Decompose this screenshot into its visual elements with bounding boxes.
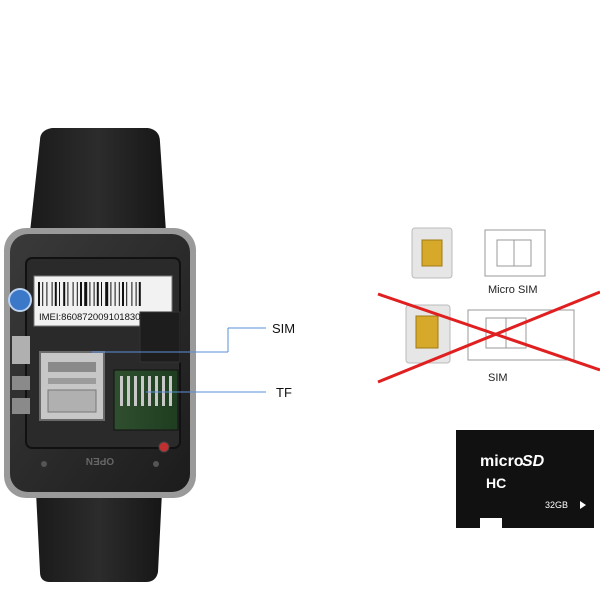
- microsd-brand-top: micro: [480, 453, 524, 470]
- not-supported-cross-b: [377, 290, 600, 384]
- tf-pin: [169, 376, 172, 406]
- barcode-bar: [46, 282, 48, 306]
- barcode-bar: [59, 282, 60, 306]
- tf-pin: [134, 376, 137, 406]
- barcode-bar: [93, 282, 95, 306]
- barcode-bar: [67, 282, 69, 306]
- sim-slot-latch: [47, 389, 97, 413]
- barcode-bar: [76, 282, 78, 306]
- barcode-bar: [51, 282, 53, 306]
- tf-pin: [141, 376, 144, 406]
- imei-text: IMEI:860872009101830: [39, 312, 140, 323]
- barcode-bar: [110, 282, 112, 306]
- not-supported-cross-a: [377, 292, 600, 372]
- sim-icon: [467, 309, 575, 361]
- barcode-bar: [80, 282, 82, 306]
- barcode-bar: [135, 282, 137, 306]
- sim-slot-contacts: [48, 362, 96, 372]
- sim-label: SIM: [488, 372, 508, 384]
- microsd-brand-sd: SD: [522, 453, 545, 470]
- barcode-bar: [101, 282, 102, 306]
- barcode-bar: [96, 282, 99, 306]
- barcode-bar: [42, 282, 44, 306]
- barcode-bar: [118, 282, 120, 306]
- sim-card-comparison: Micro SIM SIM: [377, 227, 600, 384]
- tf-pin: [162, 376, 165, 406]
- watch-strap-bottom: [36, 492, 162, 582]
- sim-slot-rail: [48, 378, 96, 384]
- tf-card-slot: [113, 369, 179, 431]
- screw-right: [153, 461, 159, 467]
- smartwatch: IMEI:860872009101830 OPEN: [4, 128, 196, 582]
- microsd-brand-hc: HC: [486, 475, 506, 491]
- tf-pin: [127, 376, 130, 406]
- barcode-bar: [126, 282, 128, 306]
- barcode-bar: [54, 282, 57, 306]
- barcode-bar: [122, 282, 124, 306]
- reset-button: [158, 441, 170, 453]
- battery-connector: [139, 311, 181, 363]
- screw-left: [41, 461, 47, 467]
- tf-pin: [120, 376, 123, 406]
- battery-contact-top: [12, 336, 30, 364]
- microsd-card: micro SD HC 32GB: [456, 430, 594, 528]
- warranty-sticker: [8, 288, 32, 312]
- barcode-bar: [63, 282, 66, 306]
- barcode-bar: [138, 282, 141, 306]
- tf-pin: [148, 376, 151, 406]
- battery-contact-mid: [12, 376, 30, 390]
- battery-contact-bottom: [12, 398, 30, 414]
- microsd-capacity: 32GB: [545, 500, 568, 510]
- sim-callout-label: SIM: [272, 321, 295, 336]
- callouts: SIM TF: [92, 321, 295, 400]
- tf-callout-label: TF: [276, 385, 292, 400]
- barcode-bar: [84, 282, 88, 306]
- barcode-bar: [131, 282, 133, 306]
- barcode-bar: [38, 282, 40, 306]
- tf-pin: [155, 376, 158, 406]
- microsd-arrow-icon: [580, 501, 586, 509]
- barcode-bar: [89, 282, 91, 306]
- barcode: [38, 282, 141, 306]
- open-label: OPEN: [86, 455, 114, 466]
- micro-sim-label: Micro SIM: [488, 284, 538, 296]
- barcode-bar: [105, 282, 109, 306]
- micro-sim-icon: [484, 229, 546, 277]
- tf-slot-pins: [120, 376, 172, 406]
- barcode-bar: [114, 282, 116, 306]
- barcode-bar: [72, 282, 74, 306]
- watch-strap-top: [30, 128, 166, 232]
